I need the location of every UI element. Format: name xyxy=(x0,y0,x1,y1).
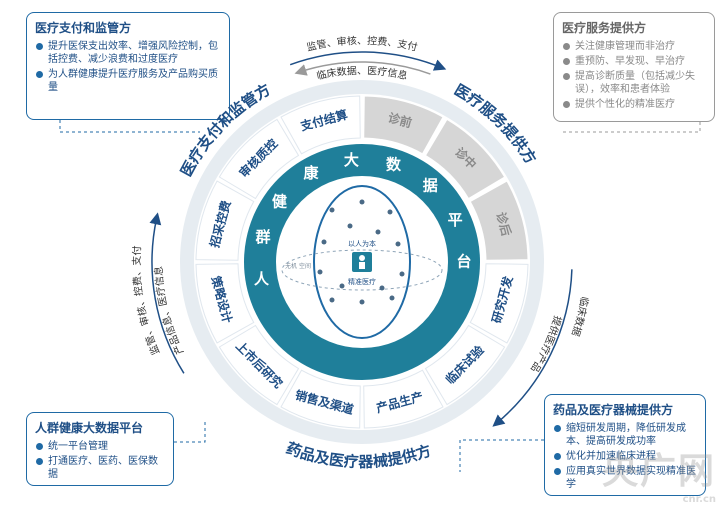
segment-production xyxy=(363,369,444,429)
flow-label-top-inner: 临床数据、医疗信息 xyxy=(315,64,408,82)
segment-payment-settlement-label: 支付结算 xyxy=(298,107,349,134)
data-pin-icon xyxy=(329,207,335,213)
segment-post-diagnosis-label: 诊后 xyxy=(494,210,515,237)
segment-strategy-design xyxy=(195,263,255,344)
pharma-box-item: 应用真实世界数据实现精准医学 xyxy=(553,465,697,491)
person-body-icon xyxy=(359,262,365,269)
hub-sublabel: 精准医疗 xyxy=(348,277,376,286)
platform-ring-char: 康 xyxy=(303,164,319,182)
segment-clinical-trial xyxy=(424,324,506,406)
data-pin-icon xyxy=(389,295,395,301)
data-pin-icon xyxy=(379,285,385,291)
people-icon xyxy=(352,252,372,272)
data-pin-icon xyxy=(387,209,393,215)
platform-ring-char: 台 xyxy=(456,253,471,271)
ellipse-label: 无机 空间 xyxy=(285,262,311,270)
flow-label-right-inner: 提供医疗产品 xyxy=(528,314,564,374)
segment-sales-channel-label: 销售及渠道 xyxy=(294,387,356,417)
segment-production-label: 产品生产 xyxy=(374,389,424,416)
provider-box-item: 提高诊断质量（包括减少失误），效率和患者体验 xyxy=(562,70,706,96)
flow-arrow-left-outer xyxy=(149,212,185,374)
flow-label-top-outer: 监管、审核、控费、支付 xyxy=(305,34,419,54)
platform-ring-char: 人 xyxy=(254,270,270,288)
inner-vertical-ellipse xyxy=(313,185,411,339)
platform-connector xyxy=(174,420,206,443)
payer-box-title: 医疗支付和监管方 xyxy=(35,21,132,35)
flow-arrow-top-inner xyxy=(294,61,431,76)
segment-in-diagnosis-label: 诊中 xyxy=(452,144,480,172)
flow-label-right-outer: 临床数据 xyxy=(569,296,591,338)
data-pin-icon xyxy=(321,239,327,245)
segment-sales-channel xyxy=(280,369,361,429)
flow-label-left-inner: 产品信息、医疗信息 xyxy=(152,266,186,357)
segment-research-development xyxy=(469,263,529,344)
watermark-sub: cnr.cn xyxy=(682,494,716,505)
platform-ring-char: 群 xyxy=(256,228,271,246)
segment-pre-diagnosis xyxy=(363,95,444,155)
payer-connector xyxy=(59,120,200,133)
provider-box-item: 提供个性化的精准医疗 xyxy=(562,98,706,111)
segment-payment-settlement xyxy=(280,95,361,155)
watermark-text: 央广网 xyxy=(601,451,716,492)
data-pin-icon xyxy=(329,297,335,303)
provider-box-item: 关注健康管理而非治疗 xyxy=(562,40,706,53)
person-head-icon xyxy=(359,255,365,261)
platform-box-item: 打通医疗、医药、医保数据 xyxy=(35,455,165,481)
platform-info-box: 人群健康大数据平台 统一平台管理 打通医疗、医药、医保数据 xyxy=(26,412,174,486)
platform-ring-char: 数 xyxy=(386,155,402,173)
segment-procurement-cost-control-label: 招采控费 xyxy=(207,199,234,249)
data-pin-icon xyxy=(317,269,323,275)
platform-ring xyxy=(244,144,480,380)
inner-horizontal-ellipse xyxy=(281,249,443,291)
data-pin-icon xyxy=(359,199,365,205)
segment-clinical-trial-label: 临床试验 xyxy=(442,342,487,387)
platform-box-item: 统一平台管理 xyxy=(35,440,165,453)
pharma-info-box: 药品及医疗器械提供方 缩短研发周期，降低研发成本、提高研发成功率 优化并加速临床… xyxy=(544,394,706,496)
segment-post-market-research-label: 上市后研究 xyxy=(233,338,286,391)
segment-post-market-research xyxy=(218,324,300,406)
data-pin-icon xyxy=(339,283,345,289)
segment-base xyxy=(194,94,530,430)
segment-research-development-label: 研究开发 xyxy=(489,273,516,324)
segment-audit-quality-control xyxy=(218,118,300,200)
segment-procurement-cost-control xyxy=(195,180,255,261)
segment-post-diagnosis xyxy=(469,180,529,261)
segment-strategy-design-label: 策略设计 xyxy=(208,274,235,324)
pharma-connector xyxy=(459,439,544,472)
data-pin-icon xyxy=(359,299,365,305)
data-pin-icon xyxy=(375,229,381,235)
data-pin-icon xyxy=(347,223,353,229)
pharma-box-item: 缩短研发周期，降低研发成本、提高研发成功率 xyxy=(553,422,697,448)
pharma-box-item: 优化并加速临床进程 xyxy=(553,450,697,463)
platform-ring-char: 健 xyxy=(272,193,287,211)
payer-box-item: 提升医保支出效率、增强风险控制，包括控费、减少浪费和过度医疗 xyxy=(35,40,221,66)
flow-arrow-top-outer xyxy=(289,51,447,71)
provider-info-box: 医疗服务提供方 关注健康管理而非治疗 重预防、早发现、早治疗 提高诊断质量（包括… xyxy=(553,12,715,122)
segment-audit-quality-control-label: 审核质控 xyxy=(236,136,281,181)
platform-ring-char: 平 xyxy=(448,211,463,229)
segment-in-diagnosis xyxy=(424,118,506,200)
platform-ring-char: 据 xyxy=(423,177,438,195)
data-pin-icon xyxy=(399,271,405,277)
data-pin-icon xyxy=(395,241,401,247)
pharma-box-title: 药品及医疗器械提供方 xyxy=(553,403,674,417)
segment-pre-diagnosis-label: 诊前 xyxy=(387,110,414,131)
provider-box-item: 重预防、早发现、早治疗 xyxy=(562,55,706,68)
provider-region-label: 医疗服务提供方 xyxy=(451,81,540,167)
outer-ring xyxy=(180,80,544,444)
pharma-region-label: 药品及医疗器械提供方 xyxy=(284,439,434,471)
provider-connector xyxy=(560,122,701,133)
payer-box-item: 为人群健康提升医疗服务及产品购买质量 xyxy=(35,68,221,94)
platform-center xyxy=(276,176,448,348)
platform-ring-char: 大 xyxy=(344,151,359,169)
hub-label: 以人为本 xyxy=(348,239,376,248)
flow-label-left-outer: 监管、审核、控费、支付 xyxy=(130,245,162,357)
provider-box-title: 医疗服务提供方 xyxy=(562,21,647,35)
platform-box-title: 人群健康大数据平台 xyxy=(35,421,144,435)
watermark: 央广网 cnr.cn xyxy=(602,442,716,505)
payer-info-box: 医疗支付和监管方 提升医保支出效率、增强风险控制，包括控费、减少浪费和过度医疗 … xyxy=(26,12,230,120)
